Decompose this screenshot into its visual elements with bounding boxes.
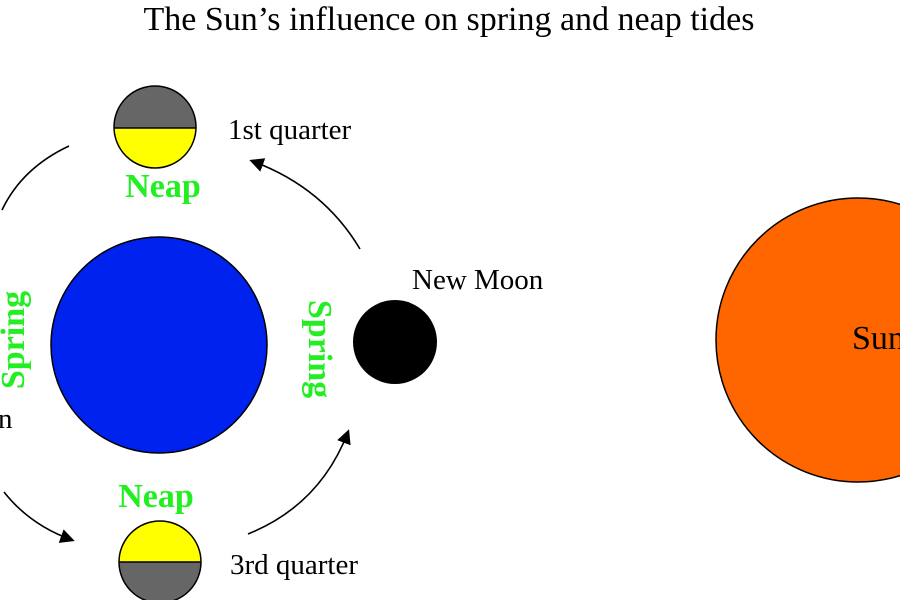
orbit-arrow-top-right — [249, 158, 361, 250]
orbit-arrow-bottom-left — [3, 491, 75, 543]
sun-circle — [715, 197, 900, 483]
orbit-arrow-bottom-right — [247, 429, 351, 535]
new-moon-label: New Moon — [412, 264, 544, 296]
sun-label: Sun — [852, 320, 900, 357]
neap-label-bottom: Neap — [118, 478, 194, 515]
earth-circle — [50, 236, 268, 454]
full-moon-label-partial: n — [0, 403, 13, 435]
spring-label-right: Spring — [301, 300, 338, 398]
orbit-arrow-top-left — [1, 145, 70, 211]
spring-label-left: Spring — [0, 291, 32, 389]
third-quarter-label: 3rd quarter — [230, 549, 358, 581]
first-quarter-label: 1st quarter — [228, 114, 352, 146]
neap-label-top: Neap — [125, 168, 201, 205]
new-moon-circle — [353, 300, 437, 384]
moon-first-quarter-outline — [113, 85, 197, 169]
diagram-title: The Sun’s influence on spring and neap t… — [144, 1, 755, 38]
